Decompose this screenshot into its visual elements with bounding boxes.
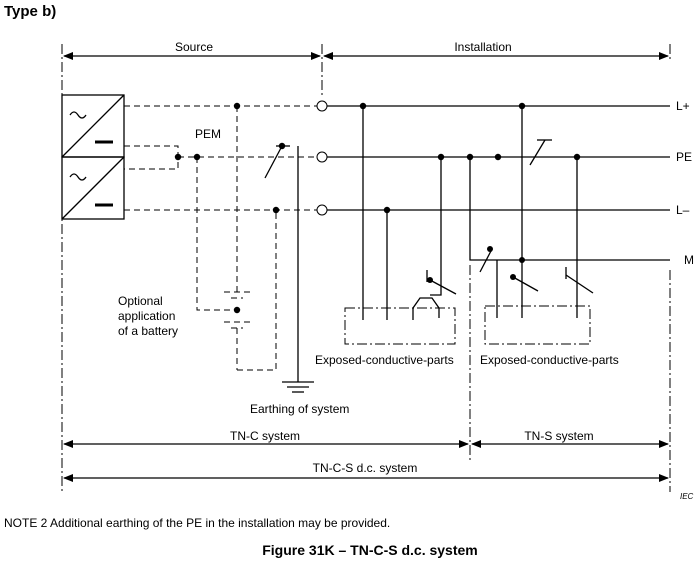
m-line <box>469 157 670 261</box>
battery-link-line <box>196 157 237 311</box>
type-label: Type b) <box>4 3 56 20</box>
tn-s-label: TN-S system <box>524 429 593 443</box>
tn-c-label: TN-C system <box>230 429 300 443</box>
note-text: NOTE 2 Additional earthing of the PE in … <box>4 516 390 530</box>
junction-dot <box>272 206 280 214</box>
battery-label-line1: Optional <box>118 294 163 308</box>
exposed-parts-label-1: Exposed-conductive-parts <box>315 353 454 367</box>
battery-midpoint-dot <box>233 306 241 314</box>
pe-installation-switch <box>529 139 546 166</box>
tns-m-switch <box>479 248 493 273</box>
l-minus-label: L– <box>676 203 690 217</box>
tns-switch-blade <box>512 276 539 292</box>
junction-dot <box>510 274 516 280</box>
source-label: Source <box>175 40 213 54</box>
tns-pe-switch-blade <box>565 274 594 294</box>
terminal-l-minus <box>316 204 328 216</box>
battery-label-line3: of a battery <box>118 324 178 338</box>
junction-dot <box>466 153 474 161</box>
ac-symbol-icon <box>69 173 87 181</box>
exposed-parts-box-2 <box>484 305 591 345</box>
pem-label: PEM <box>195 127 221 141</box>
junction-dot <box>487 246 493 252</box>
pe-label: PE <box>676 150 692 164</box>
pe-switch-blade <box>264 145 283 179</box>
l-plus-label: L+ <box>676 99 690 113</box>
exposed-parts-label-2: Exposed-conductive-parts <box>480 353 619 367</box>
iec-mark: IEC <box>680 492 694 501</box>
tnc-switch-blade <box>429 279 457 295</box>
junction-dot <box>427 277 433 283</box>
figure-caption: Figure 31K – TN-C-S d.c. system <box>262 542 478 558</box>
tn-c-s-label: TN-C-S d.c. system <box>313 461 418 475</box>
battery-to-lminus-line <box>237 210 277 371</box>
ac-symbol-icon <box>69 111 87 119</box>
tnc-pe-drop <box>430 157 442 296</box>
exposed-parts-box-1 <box>344 307 456 345</box>
earthing-label: Earthing of system <box>250 402 349 416</box>
generator-midpoint-link <box>124 145 179 170</box>
terminal-l-plus <box>316 100 328 112</box>
generator-lower <box>61 156 125 220</box>
terminal-pe <box>316 151 328 163</box>
junction-dot <box>519 257 525 263</box>
junction-dot <box>494 153 502 161</box>
m-label: M <box>684 253 694 267</box>
generator-upper <box>61 94 125 158</box>
pe-switch-dot <box>278 142 286 150</box>
junction-dot <box>174 153 182 161</box>
tnc-pe-bond <box>412 297 440 320</box>
installation-label: Installation <box>454 40 511 54</box>
battery-label-line2: application <box>118 309 175 323</box>
